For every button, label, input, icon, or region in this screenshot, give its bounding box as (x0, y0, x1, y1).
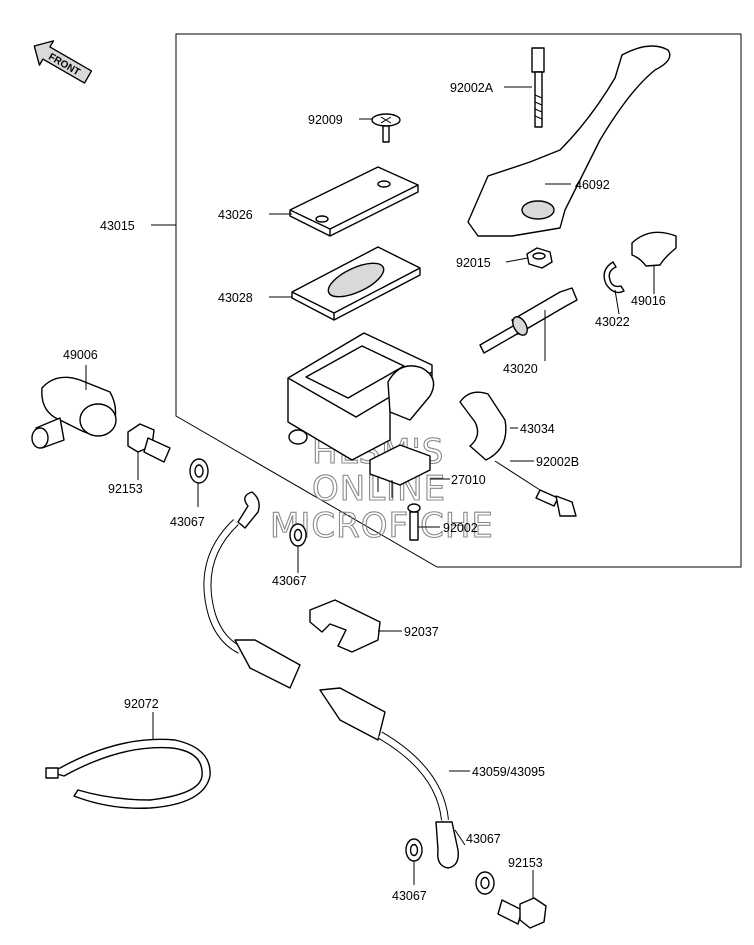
part-label-27010: 27010 (451, 473, 486, 487)
banjo-bolt-92153-lower-drawing (497, 897, 547, 929)
part-label-92153-lower: 92153 (508, 856, 543, 870)
part-label-43067-b: 43067 (272, 574, 307, 588)
watermark-line-3: MICROFICHE (270, 506, 494, 546)
boot-49016-drawing (631, 231, 677, 267)
part-label-43026: 43026 (218, 208, 253, 222)
part-label-43022: 43022 (595, 315, 630, 329)
clip-92037-drawing (309, 599, 381, 653)
banjo-bolt-92153-upper-drawing (127, 423, 171, 463)
piston-43020-drawing (479, 287, 578, 354)
part-label-43067-d: 43067 (392, 889, 427, 903)
brake-hose-lower-drawing (319, 687, 459, 869)
snap-ring-43022-drawing (603, 261, 625, 294)
part-label-92009: 92009 (308, 113, 343, 127)
lever-46092-drawing (467, 45, 671, 237)
part-label-92002A: 92002A (450, 81, 494, 95)
part-label-49016: 49016 (631, 294, 666, 308)
part-label-43020: 43020 (503, 362, 538, 376)
nut-92015-drawing (526, 247, 553, 269)
clamp-43034-drawing (459, 391, 507, 461)
part-label-92002: 92002 (443, 521, 478, 535)
part-label-46092: 46092 (575, 178, 610, 192)
master-cylinder-43015-drawing (287, 332, 435, 461)
bolt-92002A-drawing (531, 47, 545, 128)
part-label-43067-c: 43067 (466, 832, 501, 846)
cap-43026-drawing (289, 166, 419, 237)
part-label-92153-upper: 92153 (108, 482, 143, 496)
part-label-92072: 92072 (124, 697, 159, 711)
part-label-43034: 43034 (520, 422, 555, 436)
screw-92009-drawing (371, 113, 401, 143)
front-arrow-icon: FRONT (33, 40, 93, 84)
part-label-43028: 43028 (218, 291, 253, 305)
part-label-92037: 92037 (404, 625, 439, 639)
part-label-43059-43095: 43059/43095 (472, 765, 545, 779)
cap-49006-drawing (31, 376, 117, 449)
part-label-43067-a: 43067 (170, 515, 205, 529)
assembly-boundary (175, 33, 742, 568)
screw-92002-drawing (407, 503, 421, 541)
part-label-92015: 92015 (456, 256, 491, 270)
bolt-92002B-drawing (535, 489, 577, 517)
part-label-92002B: 92002B (536, 455, 579, 469)
leader-lines (85, 86, 655, 898)
switch-27010-drawing (369, 444, 431, 498)
brake-hose-upper-drawing (203, 491, 301, 689)
lever-pivot-hole (521, 200, 555, 220)
part-label-43015: 43015 (100, 219, 135, 233)
part-labels: 92002A 92009 46092 43015 43026 92015 430… (63, 81, 666, 903)
part-label-49006: 49006 (63, 348, 98, 362)
cable-tie-92072-drawing (49, 738, 211, 809)
